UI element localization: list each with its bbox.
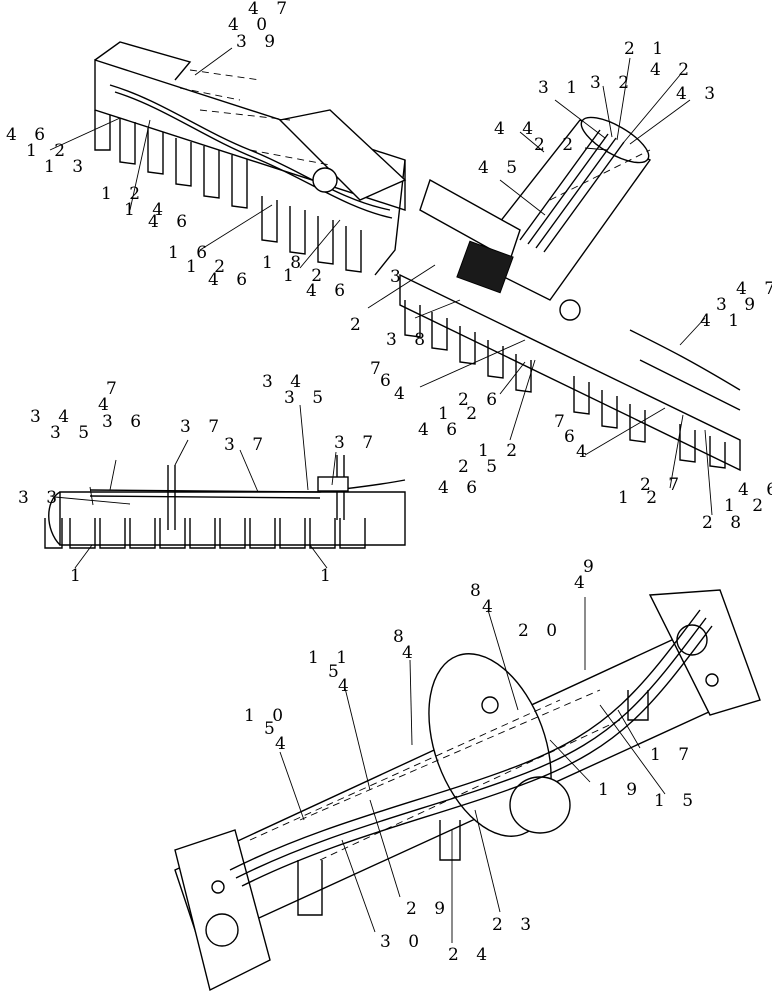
callout-6: 6: [380, 371, 397, 391]
callout-4: 4: [394, 384, 411, 404]
callout-26: 2 6: [458, 390, 503, 410]
callout-13: 1 3: [44, 157, 89, 177]
callout-7: 7: [370, 359, 387, 379]
callout-12: 1 2: [101, 184, 146, 204]
callout-35: 3 5: [284, 388, 329, 408]
callout-46: 4 6: [438, 478, 483, 498]
callout-18: 1 8: [262, 253, 307, 273]
callout-32: 3 2: [590, 73, 635, 93]
callout-39: 3 9: [716, 295, 761, 315]
callout-4: 4: [482, 597, 499, 617]
callout-3: 3: [390, 267, 407, 287]
callout-19: 1 9: [598, 780, 643, 800]
callout-14: 1 4: [124, 200, 169, 220]
callout-34: 3 4: [262, 372, 307, 392]
callout-37: 3 7: [334, 433, 379, 453]
callout-9: 9: [583, 557, 600, 577]
callout-46: 4 6: [418, 420, 463, 440]
callout-4: 4: [275, 734, 292, 754]
callout-11: 1 1: [308, 648, 353, 668]
callout-46: 4 6: [738, 480, 772, 500]
callout-46: 4 6: [148, 212, 193, 232]
callout-15: 1 5: [654, 791, 699, 811]
callout-16: 1 6: [168, 243, 213, 263]
callout-20: 2 0: [518, 621, 563, 641]
callout-5: 5: [328, 662, 345, 682]
callout-2: 2: [350, 315, 367, 335]
callout-10: 1 0: [244, 706, 289, 726]
callout-33: 3 3: [18, 488, 63, 508]
callout-30: 3 0: [380, 932, 425, 952]
callout-42: 4 2: [650, 60, 695, 80]
callout-35: 3 5: [50, 423, 95, 443]
callout-36: 3 6: [102, 412, 147, 432]
callout-27: 2 7: [640, 475, 685, 495]
callout-31: 3 1: [538, 78, 583, 98]
callout-4: 4: [338, 676, 355, 696]
view-2-center-assembly: [399, 116, 741, 472]
callout-28: 2 8: [702, 513, 747, 533]
callout-37: 3 7: [224, 435, 269, 455]
callout-41: 4 1: [700, 311, 745, 331]
callout-45: 4 5: [478, 158, 523, 178]
callout-5: 5: [264, 719, 281, 739]
callout-1: 1: [70, 566, 87, 586]
callout-8: 8: [393, 627, 410, 647]
callout-44: 4 4: [494, 119, 539, 139]
view-4-lower-frame: [174, 589, 761, 992]
callout-7: 7: [106, 379, 123, 399]
callout-47: 4 7: [248, 0, 293, 19]
callout-4: 4: [98, 395, 115, 415]
callout-43: 4 3: [676, 84, 721, 104]
callout-12: 1 2: [438, 404, 483, 424]
callout-38: 3 8: [386, 330, 431, 350]
callout-34: 3 4: [30, 407, 75, 427]
callout-7: 7: [554, 412, 571, 432]
callout-21: 2 1: [624, 39, 669, 59]
view-1-header-bar: [94, 41, 407, 276]
callout-25: 2 5: [458, 457, 503, 477]
view-3-side-view: [44, 455, 406, 549]
leader-lines: [49, 47, 713, 943]
callout-39: 3 9: [236, 32, 281, 52]
callout-46: 4 6: [208, 270, 253, 290]
callout-12: 1 2: [186, 257, 231, 277]
callout-46: 4 6: [306, 281, 351, 301]
callout-37: 3 7: [180, 417, 225, 437]
callout-22: 2 2: [534, 135, 579, 155]
callout-4: 4: [402, 643, 419, 663]
callout-12: 1 2: [618, 488, 663, 508]
callout-24: 2 4: [448, 945, 493, 965]
callout-23: 2 3: [492, 915, 537, 935]
callout-17: 1 7: [650, 745, 695, 765]
callout-4: 4: [574, 573, 591, 593]
callout-6: 6: [564, 427, 581, 447]
callout-8: 8: [470, 581, 487, 601]
callout-12: 1 2: [26, 141, 71, 161]
callout-29: 2 9: [406, 899, 451, 919]
callout-47: 4 7: [736, 279, 772, 299]
callout-40: 4 0: [228, 15, 273, 35]
callout-1: 1: [320, 566, 337, 586]
callout-12: 1 2: [478, 441, 523, 461]
callout-12: 1 2: [283, 266, 328, 286]
callout-labels: 4 7 4 0 3 9 4 6 1 2 1 3 1 2 1 4 4 6 1 6 …: [6, 0, 772, 965]
callout-46: 4 6: [6, 125, 51, 145]
callout-4: 4: [576, 442, 593, 462]
callout-12: 1 2: [724, 496, 769, 516]
